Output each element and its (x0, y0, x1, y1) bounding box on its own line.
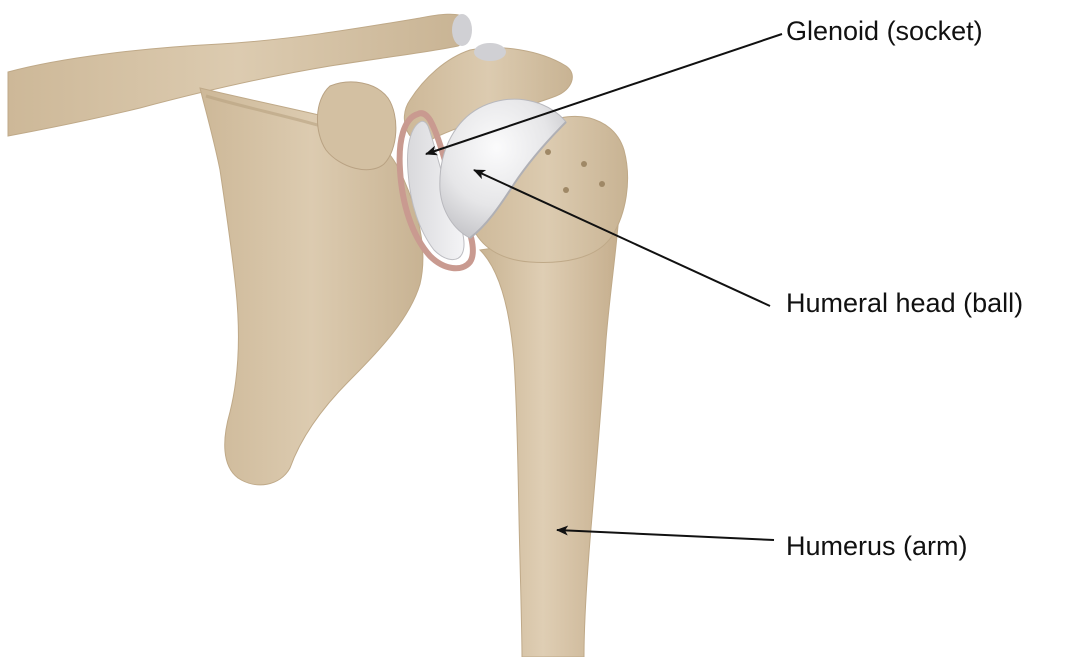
bone-pit (599, 181, 605, 187)
humerus-shaft (480, 200, 620, 657)
clavicle-end (452, 14, 472, 46)
bone-pit (581, 161, 587, 167)
humeral-head-label: Humeral head (ball) (786, 290, 1023, 317)
bone-pit (563, 187, 569, 193)
humerus-label: Humerus (arm) (786, 533, 968, 560)
glenoid-label: Glenoid (socket) (786, 18, 983, 45)
acromion-tip (474, 43, 506, 61)
bone-pit (545, 149, 551, 155)
